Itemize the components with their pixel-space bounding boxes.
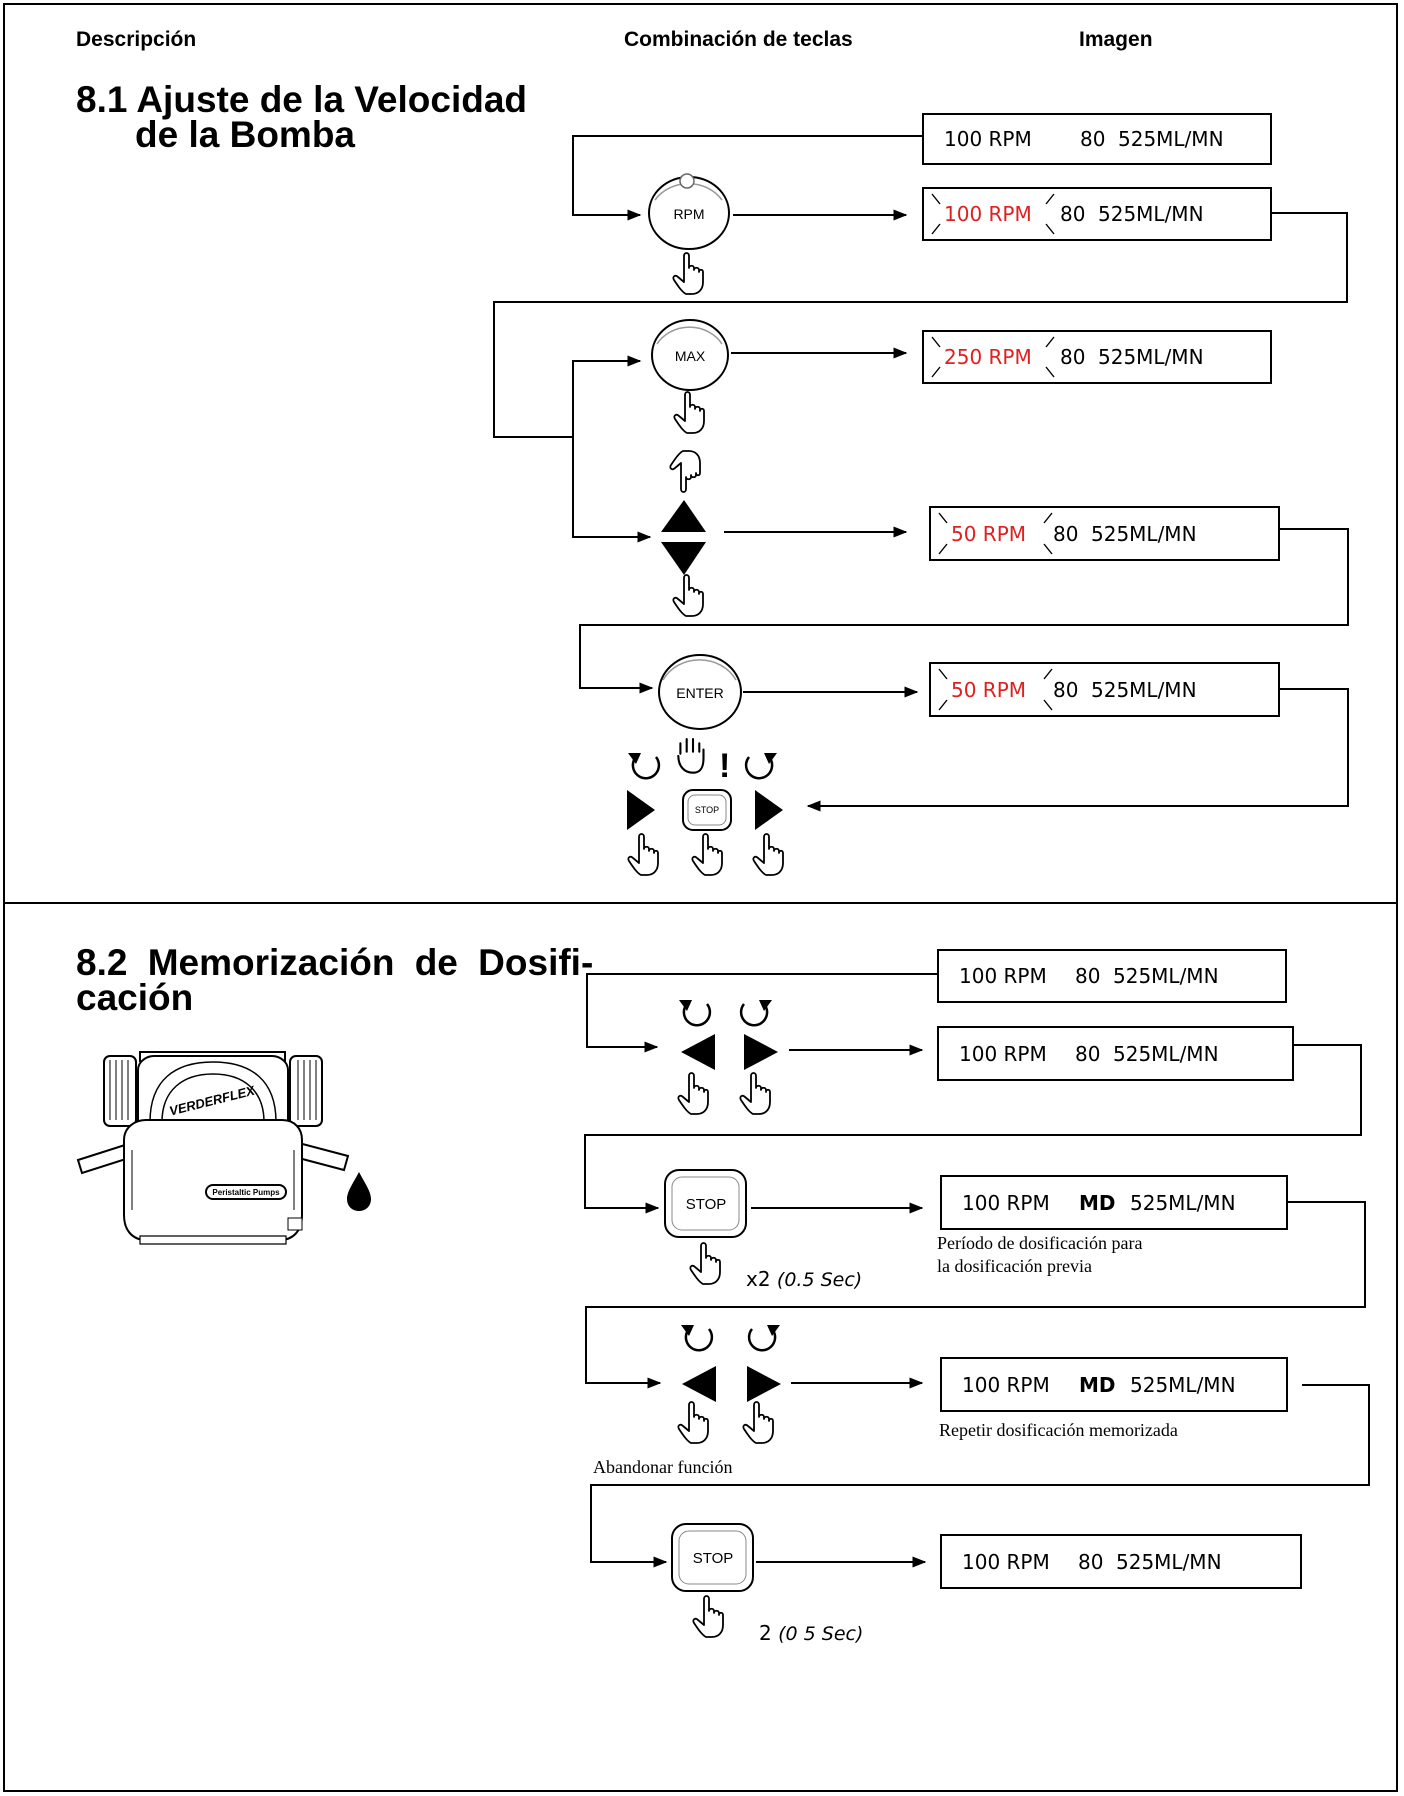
display-speed: 50 RPM xyxy=(951,521,1027,546)
display-mode: 80 xyxy=(1053,677,1079,702)
display-flow: 525ML/MN xyxy=(1118,127,1224,151)
display-flow: 525ML/MN xyxy=(1130,1372,1236,1397)
display-mode: 80 xyxy=(1075,964,1101,988)
left-arrow-icon[interactable] xyxy=(681,1034,715,1070)
left-arrow-icon[interactable] xyxy=(682,1366,716,1402)
press-count-2: 2 (0 5 Sec) xyxy=(759,1621,863,1645)
section-8-1-title-line2: de la Bomba xyxy=(135,114,355,155)
stop-button-2[interactable]: STOP xyxy=(671,1523,754,1592)
exclamation-icon: ! xyxy=(719,747,730,785)
display-mode: 80 xyxy=(1080,127,1106,151)
display-mode: MD xyxy=(1079,1372,1116,1397)
stop-button-small-label: STOP xyxy=(695,805,719,815)
display-rpm-blink: 100 RPM 80 525ML/MN xyxy=(922,187,1272,241)
display-s2-final: 100 RPM 80 525ML/MN xyxy=(940,1534,1302,1589)
press-count-2-count: 2 xyxy=(759,1621,772,1645)
display-adjust: 50 RPM 80 525ML/MN xyxy=(929,506,1280,561)
right-arrow-icon[interactable] xyxy=(747,1366,781,1402)
display-s2-rotate: 100 RPM 80 525ML/MN xyxy=(937,1026,1294,1081)
display-mode: 80 xyxy=(1078,1549,1104,1574)
connectors-section2 xyxy=(584,973,1370,1568)
page-frame xyxy=(3,3,1398,1792)
display-flow: 525ML/MN xyxy=(1113,964,1219,988)
max-button[interactable]: MAX xyxy=(651,319,729,391)
display-speed: 50 RPM xyxy=(951,677,1027,702)
section-8-2-title-line2: cación xyxy=(76,977,194,1018)
note-repeat: Repetir dosificación memorizada xyxy=(939,1420,1178,1440)
up-down-arrow-keys[interactable] xyxy=(661,500,706,575)
rpm-button[interactable]: RPM xyxy=(648,173,730,250)
display-mode: 80 xyxy=(1053,521,1079,546)
display-speed: 100 RPM xyxy=(962,1549,1050,1574)
display-speed: 100 RPM xyxy=(944,127,1032,151)
right-arrow-icon[interactable] xyxy=(744,1034,778,1070)
header-keys: Combinación de teclas xyxy=(624,28,853,51)
display-mode: MD xyxy=(1079,1190,1116,1215)
note-period-line2: la dosificación previa xyxy=(937,1256,1092,1276)
note-abandon: Abandonar función xyxy=(593,1457,733,1477)
stop-button-1-label: STOP xyxy=(686,1196,727,1213)
display-max: 250 RPM 80 525ML/MN xyxy=(922,330,1272,384)
display-s2-md-repeat: 100 RPM MD 525ML/MN xyxy=(940,1357,1288,1412)
stop-button-small[interactable]: STOP xyxy=(682,789,732,831)
display-speed: 250 RPM xyxy=(944,345,1032,369)
section-divider xyxy=(3,902,1398,904)
header-description: Descripción xyxy=(76,28,197,51)
display-mode: 80 xyxy=(1075,1041,1101,1066)
drop-icon xyxy=(347,1172,371,1211)
display-mode: 80 xyxy=(1060,202,1086,226)
display-flow: 525ML/MN xyxy=(1091,677,1197,702)
display-initial: 100 RPM 80 525ML/MN xyxy=(922,113,1272,165)
display-speed: 100 RPM xyxy=(959,1041,1047,1066)
section-8-2-title: 8.2 Memorización de Dosifi- cación xyxy=(76,942,594,1018)
stop-hand-icon xyxy=(677,738,705,774)
max-button-label: MAX xyxy=(675,348,706,364)
pump-illustration: VERDERFLEX Peristaltic Pumps xyxy=(76,1051,350,1245)
connectors-section1 xyxy=(493,135,1349,812)
display-s2-initial: 100 RPM 80 525ML/MN xyxy=(937,949,1287,1003)
display-flow: 525ML/MN xyxy=(1098,345,1204,369)
enter-button[interactable]: ENTER xyxy=(658,654,742,730)
stop-button-1[interactable]: STOP xyxy=(664,1169,747,1238)
display-mode: 80 xyxy=(1060,345,1086,369)
pump-label-text: Peristaltic Pumps xyxy=(212,1188,280,1197)
display-flow: 525ML/MN xyxy=(1113,1041,1219,1066)
section-8-1-title: 8.1 Ajuste de la Velocidad de la Bomba xyxy=(76,79,528,155)
display-flow: 525ML/MN xyxy=(1098,202,1204,226)
stop-button-2-label: STOP xyxy=(693,1550,734,1567)
display-flow: 525ML/MN xyxy=(1130,1190,1236,1215)
note-period-line1: Período de dosificación para xyxy=(937,1233,1143,1253)
section-8-1-title-line1: 8.1 Ajuste de la Velocidad xyxy=(76,79,528,120)
display-flow: 525ML/MN xyxy=(1116,1549,1222,1574)
left-arrow-icon[interactable] xyxy=(627,790,655,830)
display-speed: 100 RPM xyxy=(962,1190,1050,1215)
display-s2-md: 100 RPM MD 525ML/MN xyxy=(940,1175,1288,1230)
display-enter: 50 RPM 80 525ML/MN xyxy=(929,662,1280,717)
display-speed: 100 RPM xyxy=(959,964,1047,988)
section-8-2-title-line1: 8.2 Memorización de Dosifi- xyxy=(76,942,594,983)
rpm-button-label: RPM xyxy=(673,206,704,222)
up-arrow-icon[interactable] xyxy=(661,500,706,532)
right-arrow-icon[interactable] xyxy=(755,790,783,830)
enter-button-label: ENTER xyxy=(676,685,723,701)
press-count-2-duration: (0 5 Sec) xyxy=(778,1623,864,1645)
down-arrow-icon[interactable] xyxy=(661,542,706,575)
press-count-1: x2 (0.5 Sec) xyxy=(746,1267,862,1291)
display-speed: 100 RPM xyxy=(962,1372,1050,1397)
header-image: Imagen xyxy=(1079,28,1153,51)
press-count-1-count: x2 xyxy=(746,1267,771,1291)
display-speed: 100 RPM xyxy=(944,202,1032,226)
press-count-1-duration: (0.5 Sec) xyxy=(776,1269,863,1291)
display-flow: 525ML/MN xyxy=(1091,521,1197,546)
